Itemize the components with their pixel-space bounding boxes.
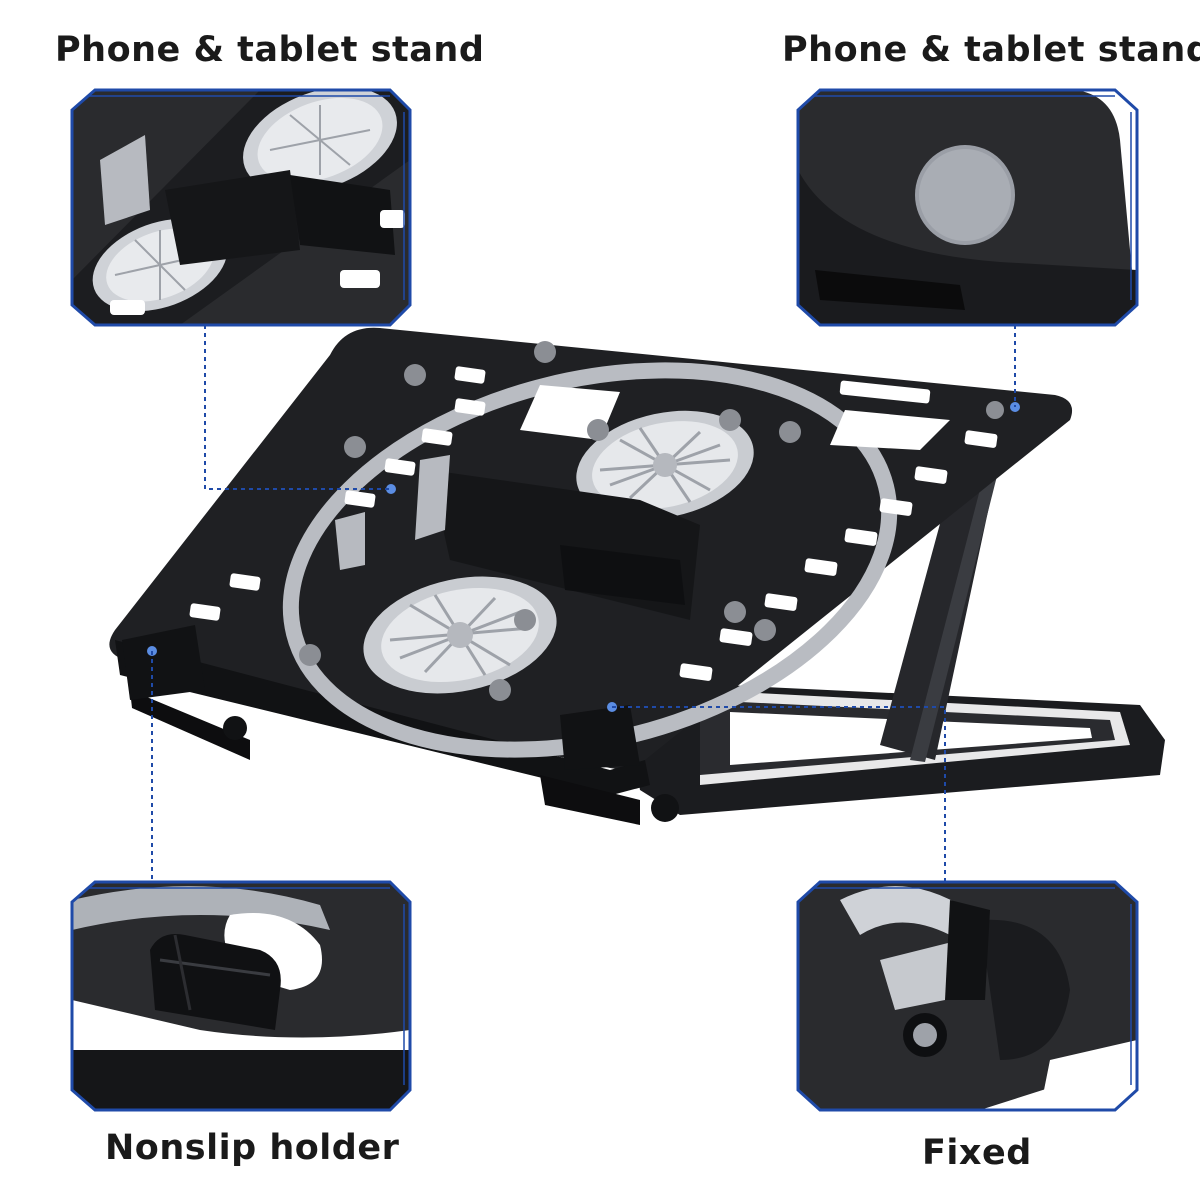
- nonslip-foot-right: [560, 705, 640, 770]
- callout-panel-top-left: [70, 88, 412, 327]
- callout-label-bottom-right: Fixed: [922, 1133, 1032, 1173]
- support-arm: [880, 450, 1000, 760]
- cooling-fan-bottom: [363, 576, 557, 694]
- callout-label-bottom-left: Nonslip holder: [105, 1128, 400, 1168]
- phone-holder-tab: [335, 512, 365, 570]
- cooling-fan-top: [576, 410, 754, 520]
- callout-panel-bottom-left: [70, 880, 412, 1112]
- laptop-stand-main: [109, 327, 1165, 825]
- callout-label-top-right: Phone & tablet stand: [782, 30, 1200, 70]
- phone-holder-tab: [415, 455, 450, 540]
- callout-label-top-left: Phone & tablet stand: [55, 30, 485, 70]
- callout-panel-top-right: [796, 88, 1139, 327]
- callout-leader-lines: [151, 325, 1016, 882]
- callout-panel-bottom-right: [796, 880, 1139, 1112]
- nonslip-foot-left: [122, 625, 205, 700]
